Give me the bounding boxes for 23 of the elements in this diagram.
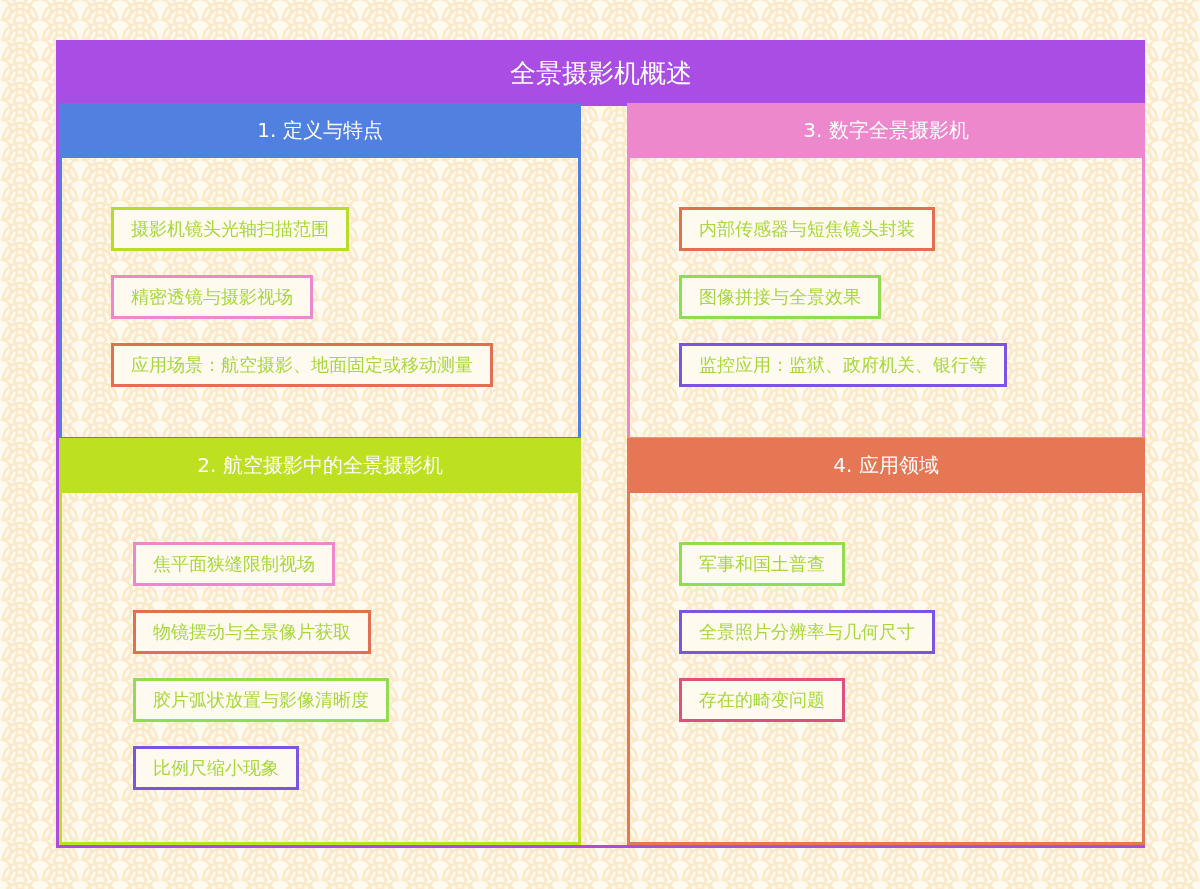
topic-box: 精密透镜与摄影视场	[111, 275, 313, 319]
section-panel	[627, 438, 1145, 845]
topic-box: 监控应用：监狱、政府机关、银行等	[679, 343, 1007, 387]
section-panel	[59, 438, 581, 845]
topic-box: 焦平面狭缝限制视场	[133, 542, 335, 586]
section-header: 1. 定义与特点	[59, 103, 581, 158]
section-panel	[59, 103, 581, 440]
section-header: 4. 应用领域	[627, 438, 1145, 493]
section-header: 3. 数字全景摄影机	[627, 103, 1145, 158]
topic-box: 物镜摆动与全景像片获取	[133, 610, 371, 654]
topic-box: 存在的畸变问题	[679, 678, 845, 722]
topic-box: 内部传感器与短焦镜头封装	[679, 207, 935, 251]
title-bar: 全景摄影机概述	[56, 40, 1145, 106]
section-panel	[627, 103, 1145, 440]
topic-box: 应用场景：航空摄影、地面固定或移动测量	[111, 343, 493, 387]
topic-box: 图像拼接与全景效果	[679, 275, 881, 319]
topic-box: 全景照片分辨率与几何尺寸	[679, 610, 935, 654]
topic-box: 比例尺缩小现象	[133, 746, 299, 790]
outer-frame	[56, 40, 1145, 848]
topic-box: 军事和国土普查	[679, 542, 845, 586]
topic-box: 胶片弧状放置与影像清晰度	[133, 678, 389, 722]
topic-box: 摄影机镜头光轴扫描范围	[111, 207, 349, 251]
section-header: 2. 航空摄影中的全景摄影机	[59, 438, 581, 493]
